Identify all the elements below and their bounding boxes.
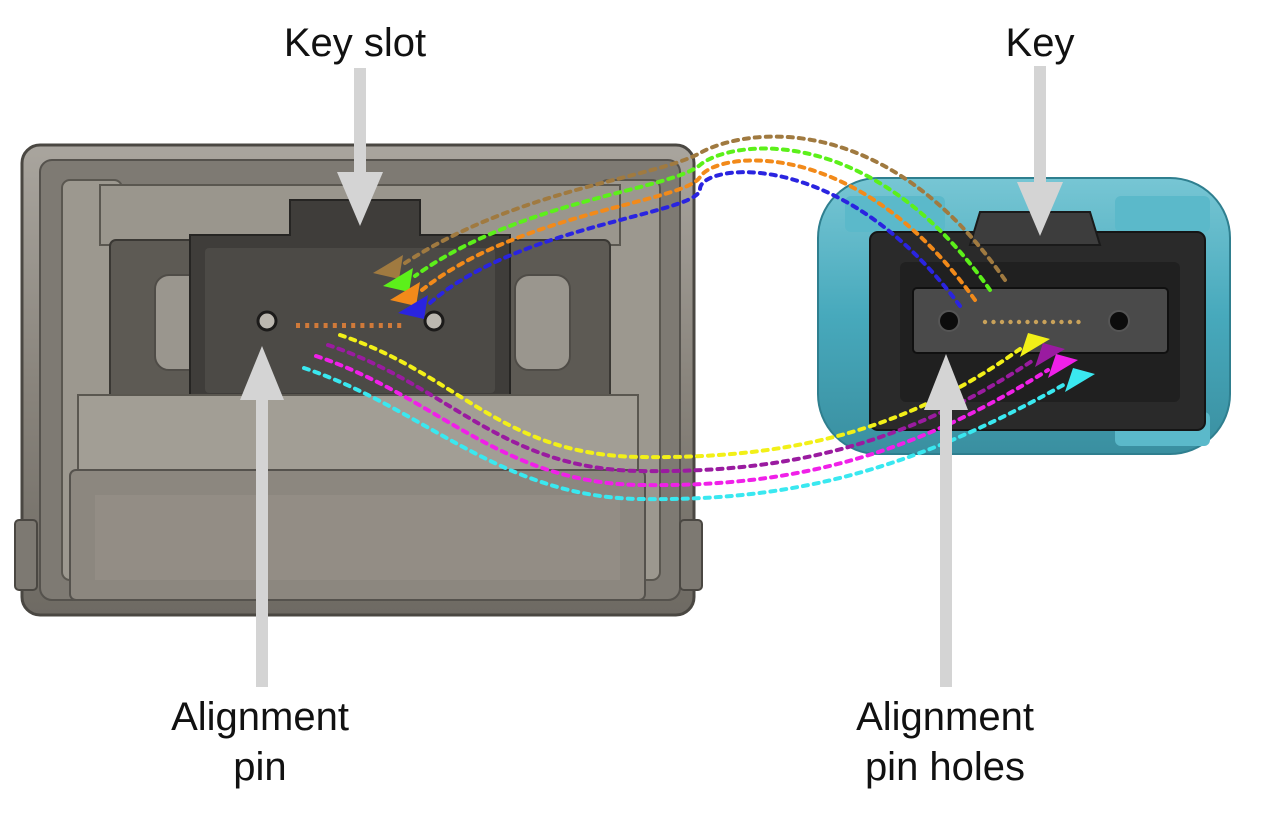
upper-trace-line xyxy=(428,170,962,308)
left-fiber-dot xyxy=(351,323,356,328)
upper-trace-line xyxy=(403,134,1007,282)
left-fiber-dot xyxy=(369,323,374,328)
left-fiber-dot xyxy=(296,323,300,328)
fiber-mapping-traces xyxy=(302,134,1095,502)
right-fiber-dot xyxy=(999,319,1005,325)
right-fiber-dot xyxy=(1050,319,1056,325)
pointer-arrow-key-slot xyxy=(337,68,383,226)
upper-trace-arrowhead xyxy=(390,282,420,306)
left-fiber-dot xyxy=(323,323,328,328)
right-fiber-dot xyxy=(1008,319,1013,325)
left-connector-receptacle xyxy=(14,143,703,617)
right-mpo-plug xyxy=(817,177,1231,455)
pointer-arrow-alignment-pin xyxy=(240,346,284,687)
left-fiber-dot xyxy=(305,323,310,328)
upper-trace-line xyxy=(413,146,992,292)
left-fiber-dot xyxy=(342,323,346,328)
lower-trace-line xyxy=(302,366,1067,502)
key-slot-label: Key slot xyxy=(283,21,427,65)
pointer-arrow-alignment-pin-holes xyxy=(924,354,968,687)
left-fiber-dot xyxy=(388,323,392,328)
lower-trace-line xyxy=(338,333,1022,460)
upper-trace-arrowhead xyxy=(383,268,413,292)
upper-trace-line xyxy=(420,158,977,302)
lower-trace-line xyxy=(326,343,1037,474)
lower-trace-arrowhead xyxy=(1065,368,1095,392)
left-fiber-dot xyxy=(360,323,365,328)
right-fiber-dot xyxy=(1067,319,1073,325)
right-fiber-dot xyxy=(1076,319,1081,325)
lower-trace-arrowhead xyxy=(1048,354,1078,378)
lower-trace-line xyxy=(314,354,1050,488)
left-fiber-dot xyxy=(314,323,319,328)
upper-trace-arrowhead xyxy=(373,255,403,279)
upper-trace-arrowhead xyxy=(398,295,428,319)
right-fiber-dot xyxy=(1059,319,1064,325)
left-fiber-dot xyxy=(378,323,383,328)
key-label: Key xyxy=(1005,21,1075,65)
right-fiber-dot xyxy=(991,319,996,325)
lower-trace-arrowhead xyxy=(1035,343,1065,367)
left-fiber-dot xyxy=(397,323,402,328)
pointer-arrow-key xyxy=(1017,66,1063,236)
right-fiber-dot xyxy=(1042,319,1047,325)
right-fiber-dot xyxy=(982,319,988,325)
left-fiber-dot xyxy=(332,323,337,328)
right-fiber-dot xyxy=(1033,319,1039,325)
right-fiber-dot xyxy=(1025,319,1030,325)
right-fiber-dot xyxy=(1016,319,1022,325)
lower-trace-arrowhead xyxy=(1020,333,1050,357)
